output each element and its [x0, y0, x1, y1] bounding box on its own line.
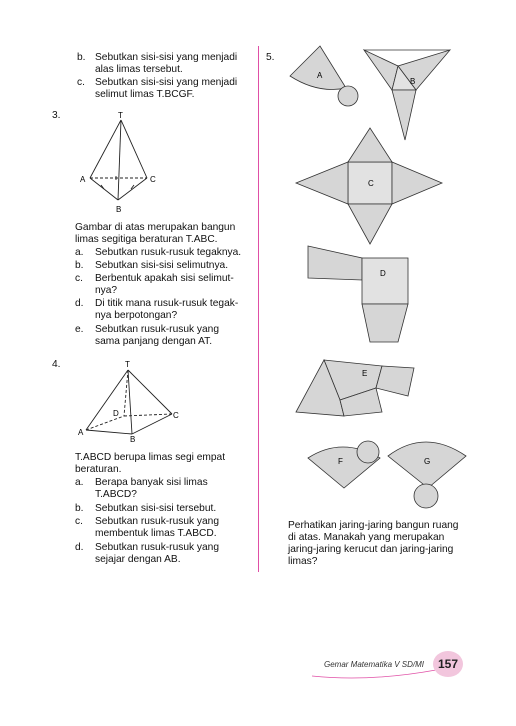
q4-intro-line2: beraturan. — [75, 464, 122, 475]
q4-label-T: T — [125, 360, 130, 369]
q2-item-b-line2: alas limas tersebut. — [95, 64, 183, 75]
q3-item-a-line1: Sebutkan rusuk-rusuk tegaknya. — [95, 247, 242, 258]
q4-item-d-line1: Sebutkan rusuk-rusuk yang — [95, 542, 220, 553]
net-label-A: A — [317, 71, 323, 80]
net-C-pyramid — [294, 127, 444, 245]
q4-label-C: C — [173, 411, 179, 420]
q4-label-D: D — [113, 409, 119, 418]
q3-item-d-letter: d. — [75, 298, 84, 309]
q3-item-a-letter: a. — [75, 247, 84, 258]
q3-pyramid-figure: T A C B — [80, 111, 156, 214]
q3-intro-line2: limas segitiga beraturan T.ABC. — [75, 234, 218, 245]
q4-item-b-letter: b. — [75, 503, 84, 514]
net-label-B: B — [410, 77, 415, 86]
net-G-cone — [387, 441, 467, 509]
q3-item-e-letter: e. — [75, 324, 84, 335]
q3-label-C: C — [150, 175, 156, 184]
q4-item-c-line2: membentuk limas T.ABCD. — [95, 528, 217, 539]
q2-item-b-line1: Sebutkan sisi-sisi yang menjadi — [95, 52, 238, 63]
q4-item-a-letter: a. — [75, 477, 84, 488]
net-E — [295, 359, 415, 417]
q5-question-line3: jaring-jaring kerucut dan jaring-jaring — [288, 544, 454, 555]
q5-question-line2: di atas. Manakah yang merupakan — [288, 532, 445, 543]
footer-book-title: Gemar Matematika V SD/MI — [324, 660, 425, 669]
q2-item-c-line2: selimut limas T.BCGF. — [95, 89, 195, 100]
q4-intro-line1: T.ABCD berupa limas segi empat — [75, 452, 226, 463]
q4-item-a-line2: T.ABCD? — [95, 489, 137, 500]
q2-item-c-letter: c. — [77, 77, 85, 88]
q3-item-d-line2: nya berpotongan? — [95, 310, 178, 321]
q5-nets-figure: A B C D E F G — [289, 45, 467, 509]
q3-item-c-line1: Berbentuk apakah sisi selimut- — [95, 273, 234, 284]
q3-intro-line1: Gambar di atas merupakan bangun — [75, 222, 236, 233]
q3-item-c-letter: c. — [75, 273, 83, 284]
q3-label-B: B — [116, 205, 121, 214]
q3-item-b-letter: b. — [75, 260, 84, 271]
net-F-cone — [307, 440, 381, 489]
q4-item-a-line1: Berapa banyak sisi limas — [95, 477, 208, 488]
q5-question-line4: limas? — [288, 556, 318, 567]
net-B-pyramid — [362, 48, 452, 141]
q2-item-b-letter: b. — [77, 52, 86, 63]
q3-item-e-line2: sama panjang dengan AT. — [95, 336, 213, 347]
q3-item-d-line1: Di titik mana rusuk-rusuk tegak- — [95, 298, 239, 309]
page-number-badge: 157 — [433, 651, 463, 677]
column-divider — [258, 46, 259, 572]
q4-item-d-line2: sejajar dengan AB. — [95, 554, 181, 565]
q3-item-b-line1: Sebutkan sisi-sisi selimutnya. — [95, 260, 229, 271]
q3-item-c-line2: nya? — [95, 285, 118, 296]
q4-item-c-line1: Sebutkan rusuk-rusuk yang — [95, 516, 220, 527]
q4-pyramid-figure: T D C A B — [78, 360, 179, 444]
net-label-C: C — [368, 179, 374, 188]
footer-swoosh — [311, 669, 437, 679]
q3-item-e-line1: Sebutkan rusuk-rusuk yang — [95, 324, 220, 335]
net-A-cone — [289, 45, 359, 107]
q3-label-T: T — [118, 111, 123, 120]
net-label-E: E — [362, 369, 367, 378]
net-label-F: F — [338, 457, 343, 466]
q5-number: 5. — [266, 52, 275, 63]
q2-item-c-line1: Sebutkan sisi-sisi yang menjadi — [95, 77, 238, 88]
q4-label-A: A — [78, 428, 84, 437]
q4-item-b-line1: Sebutkan sisi-sisi tersebut. — [95, 503, 217, 514]
q4-item-d-letter: d. — [75, 542, 84, 553]
q5-question-line1: Perhatikan jaring-jaring bangun ruang — [288, 520, 459, 531]
q4-item-c-letter: c. — [75, 516, 83, 527]
net-D — [307, 245, 409, 343]
q3-label-A: A — [80, 175, 86, 184]
net-label-D: D — [380, 269, 386, 278]
net-label-G: G — [424, 457, 430, 466]
page-number: 157 — [437, 657, 459, 671]
q3-number: 3. — [52, 110, 61, 121]
q4-number: 4. — [52, 359, 61, 370]
q4-label-B: B — [130, 435, 135, 444]
